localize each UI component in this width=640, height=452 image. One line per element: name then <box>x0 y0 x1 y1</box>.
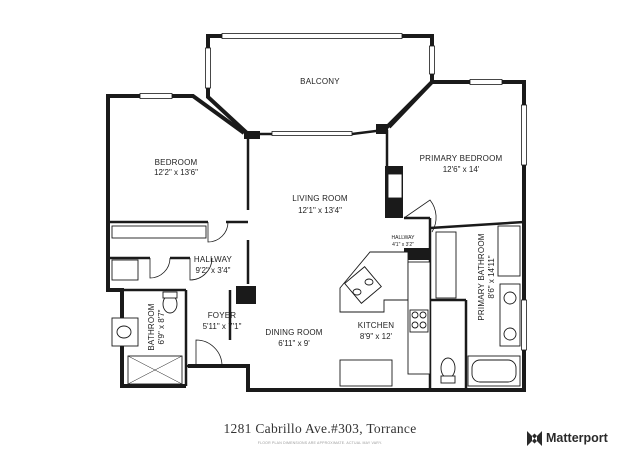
closet-bedroom <box>111 225 207 239</box>
kitchen-bottom-counter <box>339 359 393 387</box>
matterport-brand: Matterport <box>526 429 608 447</box>
disclaimer-text: FLOOR PLAN DIMENSIONS ARE APPROXIMATE. A… <box>257 441 383 445</box>
bedroom-size: 12'2" x 13'6" <box>154 168 198 177</box>
primary-bathroom-size: 8'6" x 14'11" <box>487 255 496 298</box>
primary-closet <box>435 231 457 299</box>
bathroom-label: BATHROOM <box>147 303 156 350</box>
bedroom-label: BEDROOM <box>155 158 198 167</box>
primary-bath-closet <box>497 225 521 277</box>
hallway-small-label: HALLWAY <box>392 235 416 241</box>
fireplace-icon <box>387 173 403 199</box>
living-room-size: 12'1" x 13'4" <box>298 206 342 215</box>
foyer-label: FOYER <box>208 311 237 320</box>
fixtures <box>111 173 521 387</box>
primary-bathroom-label: PRIMARY BATHROOM <box>477 233 486 320</box>
sink-icon <box>503 291 517 305</box>
room-labels: BALCONY BEDROOM 12'2" x 13'6" LIVING ROO… <box>147 77 502 351</box>
hallway-label: HALLWAY <box>194 255 233 264</box>
hallway-size: 9'2" x 3'4" <box>196 266 231 275</box>
toilet-icon <box>440 357 456 379</box>
hallway-small-size: 4'1" x 3'2" <box>392 242 414 248</box>
sink-icon <box>503 327 517 341</box>
matterport-name: Matterport <box>546 431 608 445</box>
matterport-logo-icon <box>527 430 542 446</box>
property-address: 1281 Cabrillo Ave.#303, Torrance <box>223 421 417 436</box>
primary-bedroom-label: PRIMARY BEDROOM <box>420 154 503 163</box>
primary-bedroom-size: 12'6" x 14' <box>443 165 480 174</box>
foyer-size: 5'11" x 7'1" <box>203 322 242 331</box>
bathroom-size: 6'9" x 8'7" <box>157 309 166 344</box>
door-swings <box>149 199 437 367</box>
floor-plan: BALCONY BEDROOM 12'2" x 13'6" LIVING ROO… <box>106 33 527 392</box>
dining-room-size: 6'11" x 9' <box>278 339 310 348</box>
kitchen-size: 8'9" x 12' <box>360 332 393 341</box>
living-room-label: LIVING ROOM <box>292 194 348 203</box>
hallway-closet <box>111 259 139 281</box>
kitchen-label: KITCHEN <box>358 321 395 330</box>
balcony-label: BALCONY <box>300 77 340 86</box>
sink-icon <box>116 325 132 339</box>
dining-room-label: DINING ROOM <box>265 328 322 337</box>
